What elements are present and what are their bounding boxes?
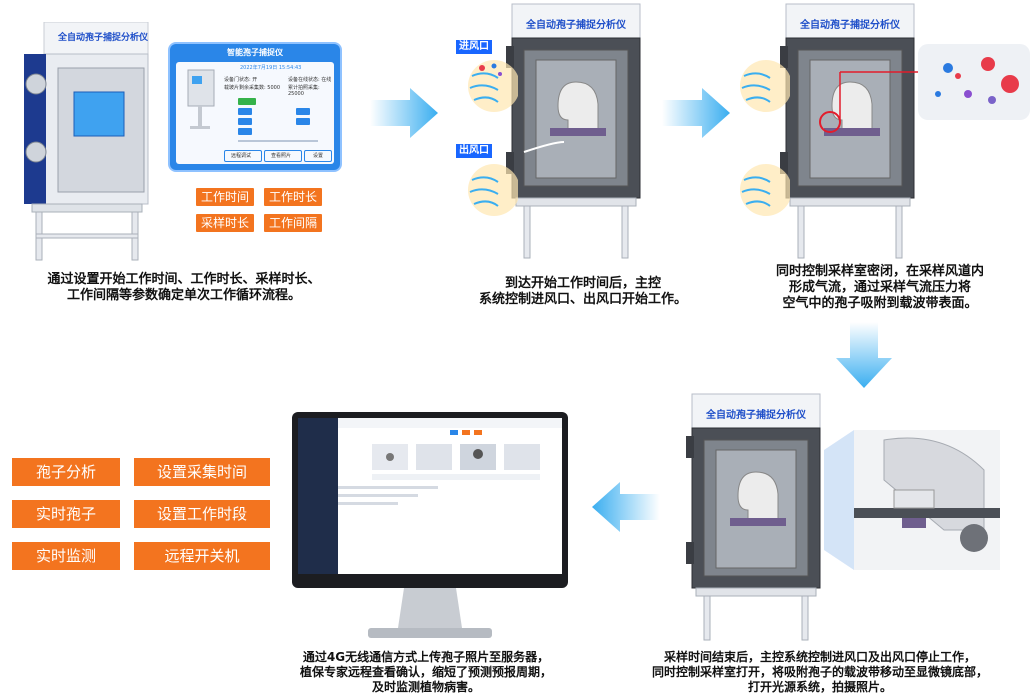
step4-caption: 采样时间结束后，主控系统控制进风口及出风口停止工作， 同时控制采样室打开，将吸附… [651,650,988,694]
tag-work-duration: 工作时长 [264,188,322,206]
feature-realtime-spores: 实时孢子 [12,500,120,528]
wind-outlet-icon [468,164,518,216]
machine-title: 全自动孢子捕捉分析仪 [58,33,149,43]
step4-machine: 全自动孢子捕捉分析仪 [686,392,826,642]
arrow-right-1 [370,88,438,138]
spore-magnifier-icon [918,44,1030,120]
panel-title: 智能孢子捕捉仪 [227,48,283,57]
control-panel: 智能孢子捕捉仪 2022年7月19日 15:54:43 设备门状态: 开 设备在… [170,44,340,170]
panel-toggle[interactable] [296,118,310,125]
tag-work-time: 工作时间 [196,188,254,206]
wind-inlet-icon [468,60,518,112]
feature-set-collection-time: 设置采集时间 [134,458,270,486]
panel-row-3: 载玻片剩余采集数: 5000 [224,85,280,91]
panel-button-debug[interactable]: 远程调试 [224,150,262,162]
step5-caption: 通过4G无线通信方式上传孢子照片至服务器， 植保专家远程查看确认，缩短了预测预报… [299,650,552,694]
machine-illustration [24,21,149,261]
step2-machine: 全自动孢子捕捉分析仪 [506,2,646,260]
panel-device-image [180,68,220,132]
inlet-label: 进风口 [456,40,492,54]
arrow-right-2 [662,88,730,138]
step1-caption: 通过设置开始工作时间、工作时长、采样时长、 工作间隔等参数确定单次工作循环流程。 [47,272,321,303]
panel-button-debug-label: 远程调试 [231,153,252,159]
outlet-label: 出风口 [456,144,492,158]
wind-inlet-icon [740,60,790,112]
feature-spore-analysis: 孢子分析 [12,458,120,486]
wind-outlet-icon [740,164,790,216]
microscope-closeup [824,430,1000,570]
step1-machine: 全自动孢子捕捉分析仪 [14,21,152,262]
panel-button-settings[interactable]: 设置 [304,150,332,162]
panel-body: 2022年7月19日 15:54:43 设备门状态: 开 设备在线状态: 在线 … [176,62,334,164]
step2-caption: 到达开始工作时间后，主控 系统控制进风口、出风口开始工作。 [478,276,687,307]
machine-title: 全自动孢子捕捉分析仪 [526,20,626,31]
panel-toggle[interactable] [296,108,310,115]
arrow-down [836,322,892,388]
panel-toggle[interactable] [238,98,256,105]
panel-toggle[interactable] [238,108,252,115]
step3-machine: 全自动孢子捕捉分析仪 [780,2,920,260]
feature-set-work-period: 设置工作时段 [134,500,270,528]
panel-row-4: 累计拍照采集: 25000 [288,85,320,97]
panel-slider[interactable] [238,140,318,142]
feature-remote-power: 远程开关机 [134,542,270,570]
tag-work-interval: 工作间隔 [264,214,322,232]
panel-toggle[interactable] [238,128,252,135]
panel-row-1: 设备门状态: 开 [224,77,258,83]
step3-caption: 同时控制采样室密闭，在采样风道内 形成气流，通过采样气流压力将 空气中的孢子吸附… [775,264,984,311]
panel-button-settings-label: 设置 [313,153,324,159]
arrow-left [592,482,660,532]
panel-toggle[interactable] [238,118,252,125]
panel-button-photos[interactable]: 查看照片 [264,150,302,162]
machine-title: 全自动孢子捕捉分析仪 [706,410,806,421]
panel-row-2: 设备在线状态: 在线 [288,77,332,83]
panel-datetime: 2022年7月19日 15:54:43 [240,65,302,71]
panel-button-photos-label: 查看照片 [271,153,292,159]
machine-title: 全自动孢子捕捉分析仪 [800,20,900,31]
tag-sample-duration: 采样时长 [196,214,254,232]
monitor [292,412,568,648]
feature-realtime-monitor: 实时监测 [12,542,120,570]
